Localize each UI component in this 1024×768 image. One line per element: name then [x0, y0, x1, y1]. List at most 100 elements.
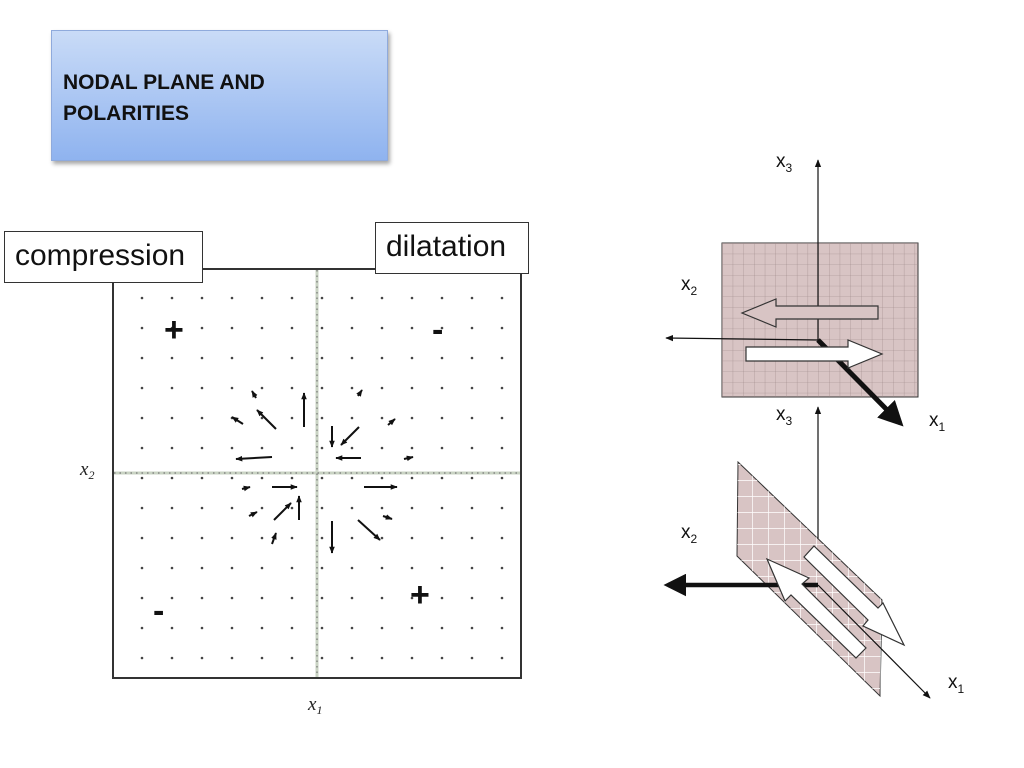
field-dot	[230, 596, 234, 600]
fault-plane-upper-grid	[722, 243, 918, 397]
field-dot	[260, 416, 264, 420]
field-dot	[350, 326, 354, 330]
field-dot	[140, 416, 144, 420]
field-dot	[140, 356, 144, 360]
field-dot	[140, 506, 144, 510]
vector-field-panel: + - - + x1 x2	[79, 268, 522, 717]
field-dot	[500, 536, 504, 540]
field-dot	[140, 656, 144, 660]
field-dot	[470, 596, 474, 600]
field-dot	[470, 386, 474, 390]
sign-bottom-left: -	[153, 592, 164, 630]
field-dot	[500, 296, 504, 300]
field-dot	[500, 326, 504, 330]
field-dot	[230, 536, 234, 540]
field-dot	[290, 296, 294, 300]
field-dot	[380, 476, 384, 480]
field-axis-x2: x2	[79, 459, 94, 482]
field-dot	[440, 566, 444, 570]
field-axis-x1: x1	[307, 694, 322, 717]
field-dot	[320, 536, 324, 540]
field-dot	[350, 566, 354, 570]
field-dot	[350, 386, 354, 390]
field-dot	[380, 296, 384, 300]
field-dot	[140, 386, 144, 390]
field-dot	[380, 626, 384, 630]
field-dot	[470, 356, 474, 360]
field-dot	[320, 446, 324, 450]
field-dot	[200, 446, 204, 450]
field-dot	[290, 476, 294, 480]
fault-diagram-upper: x3 x2 x1	[665, 151, 946, 434]
label-lower-x1: x1	[948, 672, 965, 696]
label-lower-x2: x2	[681, 522, 698, 546]
field-dot	[290, 416, 294, 420]
field-dot	[140, 596, 144, 600]
field-dot	[230, 386, 234, 390]
field-dot	[260, 656, 264, 660]
field-dot	[470, 446, 474, 450]
field-dot	[230, 446, 234, 450]
field-dot	[470, 506, 474, 510]
field-dot	[320, 626, 324, 630]
field-dot	[380, 566, 384, 570]
axis-upper-left	[665, 334, 819, 342]
field-dot	[170, 506, 174, 510]
field-dot	[440, 596, 444, 600]
field-dot	[140, 626, 144, 630]
field-dot	[500, 626, 504, 630]
field-arrow	[387, 418, 396, 426]
field-dot	[140, 446, 144, 450]
field-dot	[410, 536, 414, 540]
field-dot-grid	[140, 296, 504, 660]
field-dot	[260, 326, 264, 330]
label-upper-x2: x2	[681, 274, 698, 298]
label-lower-x3: x3	[776, 404, 793, 428]
field-dot	[470, 416, 474, 420]
field-dot	[350, 656, 354, 660]
field-dot	[500, 656, 504, 660]
field-dot	[470, 536, 474, 540]
field-dot	[230, 626, 234, 630]
field-dot	[350, 476, 354, 480]
field-dot	[380, 326, 384, 330]
label-upper-x1: x1	[929, 410, 946, 434]
field-dot	[410, 566, 414, 570]
field-dot	[410, 326, 414, 330]
field-dot	[500, 416, 504, 420]
field-dot	[440, 656, 444, 660]
slip-arrow-lower-right	[803, 545, 906, 647]
field-dot	[260, 296, 264, 300]
field-dot	[140, 476, 144, 480]
field-dot	[470, 296, 474, 300]
field-dot	[320, 296, 324, 300]
field-dot	[440, 386, 444, 390]
field-dot	[320, 326, 324, 330]
field-dot	[260, 506, 264, 510]
field-dot	[170, 356, 174, 360]
field-dot	[200, 476, 204, 480]
field-dot	[350, 446, 354, 450]
label-upper-x3: x3	[776, 151, 793, 175]
field-dot	[290, 536, 294, 540]
field-dot	[290, 446, 294, 450]
sign-bottom-right: +	[410, 576, 430, 614]
field-dot	[230, 296, 234, 300]
field-arrow	[235, 455, 273, 462]
field-dot	[410, 446, 414, 450]
field-arrow	[273, 502, 292, 521]
field-dot	[500, 386, 504, 390]
field-dot	[170, 476, 174, 480]
field-dot	[440, 626, 444, 630]
axis-lower-diagonal	[817, 584, 931, 699]
field-dot	[260, 476, 264, 480]
sign-top-right: -	[432, 311, 443, 349]
field-dot	[200, 596, 204, 600]
field-dot	[230, 656, 234, 660]
field-dot	[350, 296, 354, 300]
slide-title: NODAL PLANE AND POLARITIES	[51, 30, 388, 161]
field-dot	[350, 356, 354, 360]
field-dot	[380, 446, 384, 450]
field-dot	[260, 446, 264, 450]
field-dot	[200, 296, 204, 300]
